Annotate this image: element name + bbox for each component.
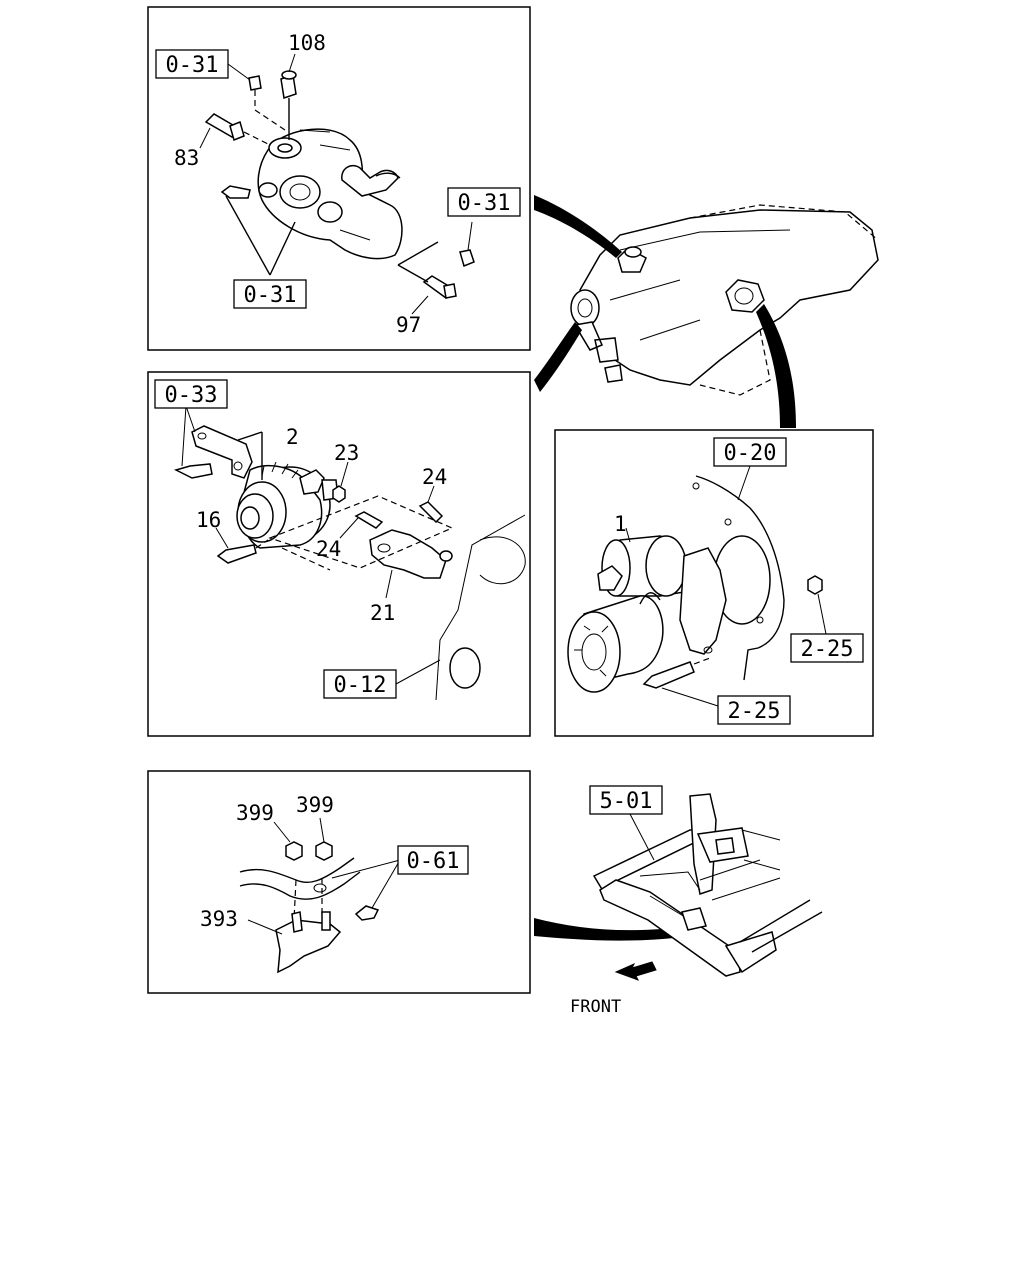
callout-108: 108 — [288, 31, 326, 55]
part-399-nut-right — [315, 817, 333, 861]
bolt-lower-left — [220, 185, 296, 276]
ref-label: 0-33 — [165, 383, 218, 408]
ref-label: 2-25 — [728, 699, 781, 724]
front-label: FRONT — [570, 997, 621, 1017]
part-393-bracket — [247, 911, 342, 974]
callout-24-right: 24 — [422, 465, 447, 489]
ref-label: 0-61 — [407, 849, 460, 874]
engine-block-port — [449, 647, 481, 689]
ref-box-0-61[interactable]: 0-61 — [397, 845, 469, 875]
part-83-sensor — [199, 113, 271, 149]
frame-member-bottom — [239, 871, 361, 900]
generator-panel: 0-33 0-12 2 23 24 16 24 21 — [147, 371, 531, 737]
ref-box-0-12[interactable]: 0-12 — [323, 669, 397, 699]
ref-box-0-33[interactable]: 0-33 — [154, 379, 228, 409]
bolt-0-61 — [331, 859, 401, 921]
ref-box-0-31-top[interactable]: 0-31 — [155, 49, 229, 79]
callout-23: 23 — [334, 441, 359, 465]
nut-2-25 — [807, 575, 827, 635]
front-arrow-icon — [614, 961, 657, 981]
starter-panel: 0-20 2-25 2-25 1 — [554, 429, 874, 737]
part-1-starter-motor — [567, 527, 727, 693]
part-23-nut — [332, 461, 349, 503]
callout-399-left: 399 — [236, 801, 274, 825]
part-2-generator — [236, 461, 339, 549]
ref-box-2-25-bottom[interactable]: 2-25 — [717, 695, 791, 725]
flywheel-housing-outline — [695, 475, 785, 681]
callout-83: 83 — [174, 146, 199, 170]
part-108-bleeder — [280, 53, 297, 140]
part-97-sender — [397, 241, 457, 315]
swoop-mount — [534, 918, 692, 941]
ref-label: 5-01 — [600, 789, 653, 814]
engine-block-edge — [435, 514, 526, 701]
leader-swoops — [534, 195, 796, 941]
starter-panel-frame — [554, 429, 874, 737]
callout-1: 1 — [614, 512, 627, 536]
part-399-nut-left — [273, 821, 303, 861]
ref-box-2-25-right[interactable]: 2-25 — [790, 633, 864, 663]
ref-label: 2-25 — [801, 637, 854, 662]
part-24-bolt-right — [418, 485, 444, 524]
bolt-right — [459, 221, 475, 268]
callout-2: 2 — [286, 425, 299, 449]
frame-member-top — [239, 857, 355, 884]
ref-label: 0-31 — [166, 53, 219, 78]
chassis-frame — [592, 793, 823, 977]
callout-393: 393 — [200, 907, 238, 931]
callout-24-left: 24 — [316, 537, 341, 561]
ref-label: 0-20 — [724, 441, 777, 466]
mounting-plane-line — [281, 547, 331, 571]
ref-label: 0-31 — [458, 191, 511, 216]
thermostat-panel-frame — [147, 6, 531, 351]
ref-box-0-31-right[interactable]: 0-31 — [447, 187, 521, 217]
mount-panel-frame — [147, 770, 531, 994]
part-24-bolt-left — [339, 511, 384, 539]
ref-box-5-01[interactable]: 5-01 — [589, 785, 663, 815]
swoop-thermostat — [534, 195, 622, 258]
swoop-generator — [534, 322, 582, 392]
generator-panel-frame — [147, 371, 531, 737]
adjusting-bracket — [173, 405, 263, 480]
callout-97: 97 — [396, 313, 421, 337]
ref-label: 0-12 — [334, 673, 387, 698]
thermostat-panel: 0-31 0-31 0-31 108 83 97 — [147, 6, 531, 351]
callout-21: 21 — [370, 601, 395, 625]
mount-panel: 0-61 399 399 393 — [147, 770, 531, 994]
swoop-starter — [756, 304, 796, 428]
bolt-2-25 — [642, 657, 719, 707]
part-21-bracket — [369, 529, 453, 599]
ref-label: 0-31 — [244, 283, 297, 308]
bolt-0-31-top — [248, 75, 286, 131]
callout-16: 16 — [196, 508, 221, 532]
part-16-bolt — [215, 527, 269, 564]
callout-399-right: 399 — [296, 793, 334, 817]
engine-block-boss — [479, 536, 526, 585]
thermostat-housing — [257, 128, 403, 260]
ref-box-0-31-bottom[interactable]: 0-31 — [233, 279, 307, 309]
ref-box-0-20[interactable]: 0-20 — [713, 437, 787, 467]
engine-overview — [570, 204, 879, 396]
